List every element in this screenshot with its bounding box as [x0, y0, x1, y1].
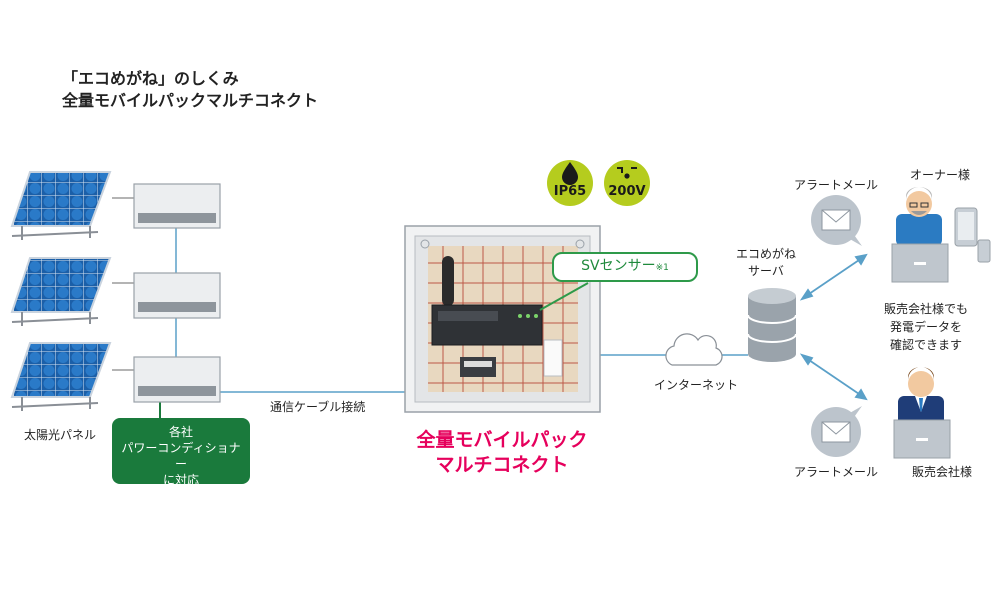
communication-lines — [175, 228, 748, 393]
server-label-line-1: エコめがね — [735, 247, 796, 261]
sensor-pointer — [539, 282, 589, 311]
panel-links — [112, 197, 134, 371]
device-name-line-1: 全量モバイルパック — [416, 429, 588, 451]
smartphone-icon — [977, 239, 991, 263]
outlet-icon — [617, 167, 637, 179]
callout-line-3: に対応 — [162, 473, 199, 487]
solar-panel-3 — [10, 342, 112, 411]
callout-line-2: パワーコンディショナー — [121, 441, 241, 471]
power-conditioner-1 — [133, 183, 221, 229]
server-owner-arrow — [799, 253, 868, 301]
owner-person-icon — [896, 187, 942, 246]
ip65-label: IP65 — [553, 184, 587, 199]
device-name-line-2: マルチコネクト — [435, 454, 569, 476]
cloud-icon — [665, 333, 723, 366]
solar-panel-label: 太陽光パネル — [24, 428, 97, 442]
sv-sensor-note: ※1 — [655, 263, 669, 273]
dealer-label: 販売会社様 — [912, 465, 973, 479]
diagram-title: 「エコめがね」のしくみ 全量モバイルパックマルチコネクト — [62, 68, 318, 112]
alert-mail-icon-bottom — [811, 406, 862, 457]
dealer-note-line-2: 発電データを — [889, 320, 962, 334]
power-conditioner-2 — [133, 272, 221, 319]
sv-sensor-callout: SVセンサー※1 — [552, 252, 698, 282]
sv-sensor-label: SVセンサー — [581, 258, 656, 274]
alert-mail-label-bottom: アラートメール — [794, 465, 879, 479]
power-conditioner-callout: 各社 パワーコンディショナー に対応 — [112, 418, 250, 487]
dealer-note: 販売会社様でも 発電データを 確認できます — [866, 300, 986, 354]
alert-mail-label-top: アラートメール — [794, 178, 879, 192]
owner-label: オーナー様 — [910, 168, 971, 182]
200v-label: 200V — [608, 184, 646, 199]
dealer-note-line-3: 確認できます — [889, 338, 962, 352]
alert-mail-icon-top — [811, 195, 862, 246]
callout-line-1: 各社 — [168, 425, 193, 439]
solar-panel-2 — [10, 257, 112, 326]
server-label: エコめがね サーバ — [726, 246, 806, 280]
power-conditioner-3 — [133, 356, 221, 403]
title-line-2: 全量モバイルパックマルチコネクト — [62, 91, 319, 110]
antenna-icon — [442, 256, 454, 306]
device-name: 全量モバイルパック マルチコネクト — [402, 428, 602, 478]
server-label-line-2: サーバ — [748, 264, 784, 278]
dealer-note-line-1: 販売会社様でも — [883, 302, 968, 316]
internet-label: インターネット — [654, 378, 739, 392]
server-dealer-arrow — [799, 353, 868, 401]
solar-panel-1 — [10, 171, 112, 240]
dealer-person-icon — [898, 367, 944, 426]
server-icon — [747, 288, 797, 362]
water-drop-icon — [562, 162, 578, 185]
cable-label: 通信ケーブル接続 — [270, 400, 366, 414]
title-line-1: 「エコめがね」のしくみ — [62, 69, 239, 88]
200v-badge — [604, 160, 650, 206]
